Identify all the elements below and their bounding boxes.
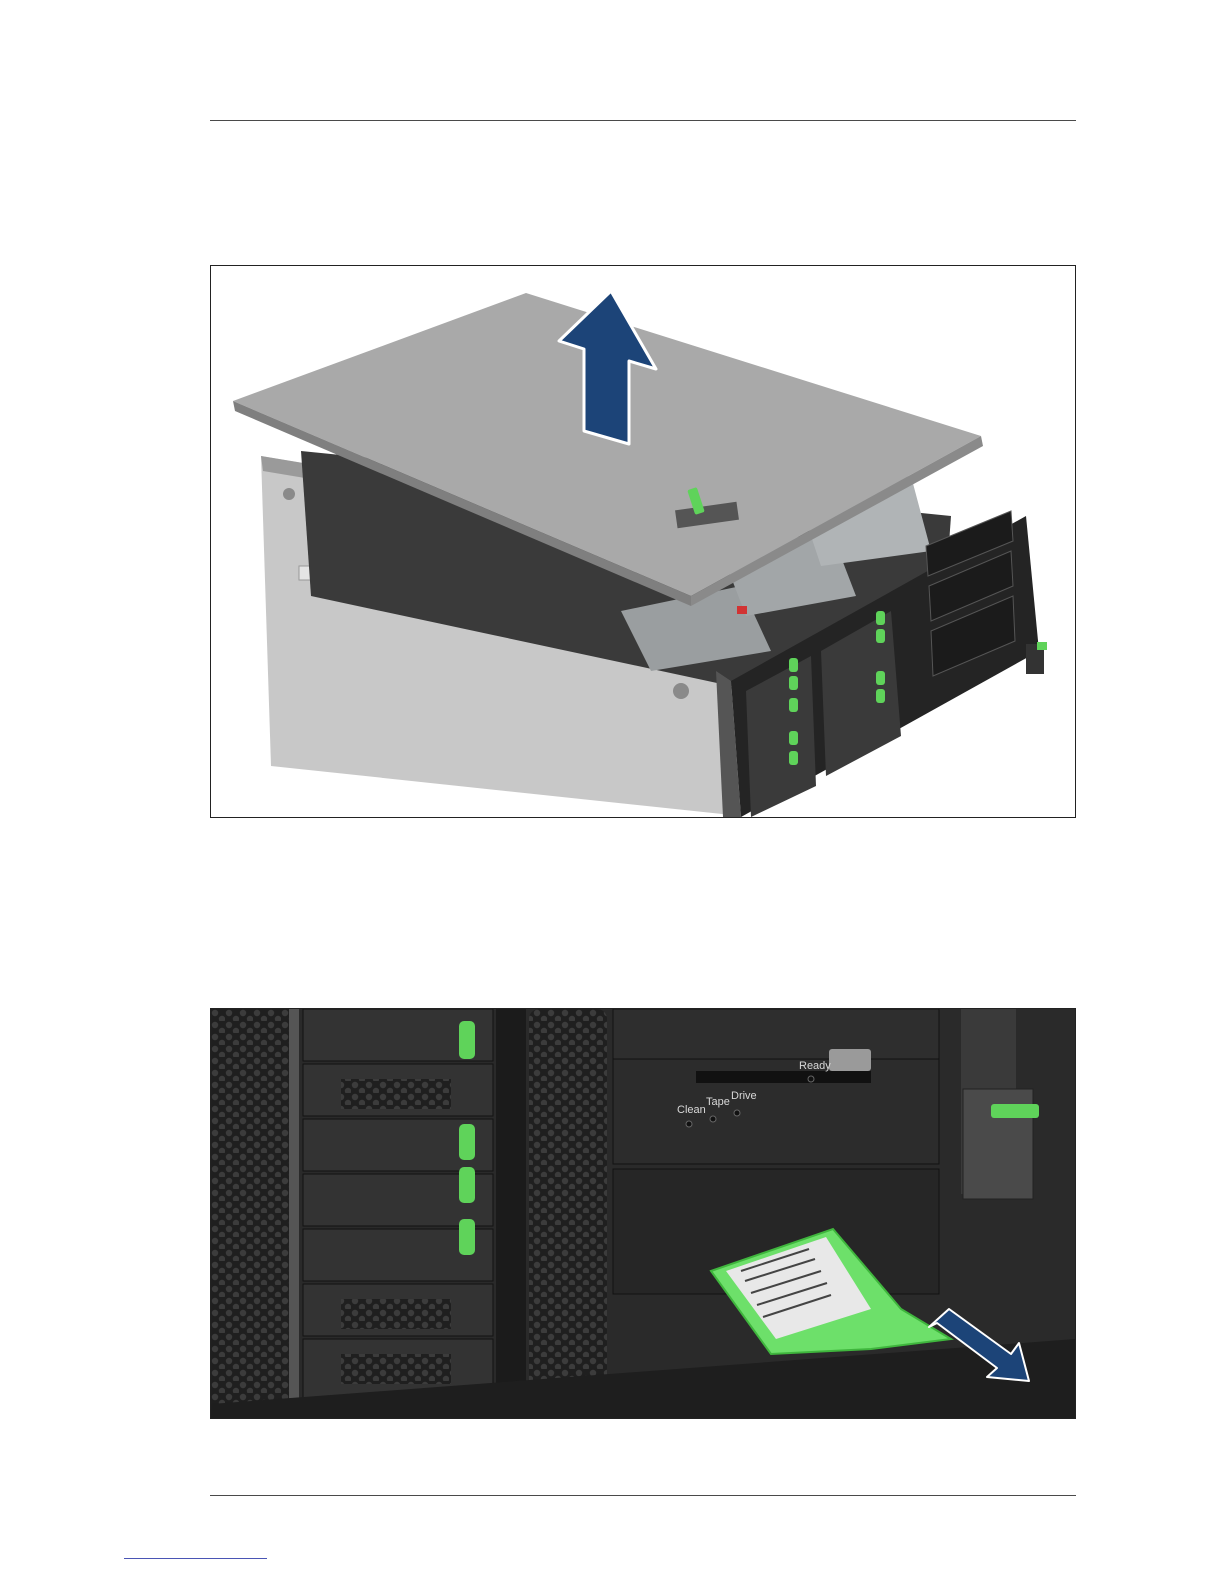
- optical-drive-bay: [613, 1009, 939, 1059]
- screw-icon: [673, 683, 689, 699]
- footer-rule: [210, 1495, 1076, 1496]
- indicator-label-clean: Clean: [677, 1104, 706, 1116]
- indicator-label-drive: Drive: [731, 1090, 757, 1102]
- illustration-id-card: Clean Tape Drive Ready: [211, 1009, 1075, 1418]
- illustration-server-cover: [211, 266, 1075, 817]
- led-clean-icon: [686, 1121, 692, 1127]
- led-drive-icon: [734, 1110, 740, 1116]
- led-tape-icon: [710, 1116, 716, 1122]
- ventilation-grille: [529, 1009, 607, 1399]
- footer-link-underline[interactable]: [124, 1558, 267, 1559]
- green-latch-icon: [991, 1104, 1039, 1118]
- indicator-label-ready: Ready: [799, 1060, 831, 1072]
- led-ready-icon: [808, 1076, 814, 1082]
- ventilation-grille: [211, 1009, 289, 1418]
- figure-remove-top-cover: [210, 265, 1076, 818]
- header-rule: [210, 120, 1076, 121]
- green-latch-icon: [1037, 642, 1047, 650]
- bay-divider: [496, 1009, 526, 1418]
- bay-divider: [289, 1009, 299, 1418]
- indicator-label-tape: Tape: [706, 1096, 730, 1108]
- figure-pull-id-card: Clean Tape Drive Ready: [210, 1008, 1076, 1419]
- hdd-trays: [303, 1009, 493, 1399]
- eject-button[interactable]: [829, 1049, 871, 1071]
- screw-icon: [283, 488, 295, 500]
- tape-slot: [696, 1071, 871, 1083]
- red-latch-icon: [737, 606, 747, 614]
